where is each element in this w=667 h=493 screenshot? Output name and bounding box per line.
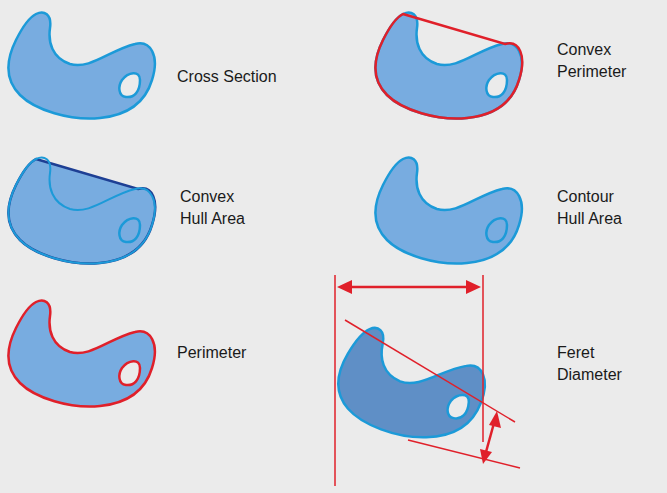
shape-caption: Contour Hull Area	[557, 186, 637, 230]
perimeter-shape	[9, 301, 155, 407]
shape-caption: Convex Perimeter	[557, 39, 637, 83]
shape-caption: Perimeter	[177, 342, 337, 364]
shape-caption: Cross Section	[177, 66, 337, 88]
feret-diameter-figure	[335, 275, 520, 486]
convex-hull-area-shape	[9, 158, 156, 264]
convex-perimeter-shape	[376, 13, 523, 119]
cross-section-shape	[9, 13, 155, 119]
contour-hull-area-shape	[376, 158, 522, 264]
shape-caption: Convex Hull Area	[180, 186, 260, 230]
shape-caption: Feret Diameter	[557, 342, 662, 386]
